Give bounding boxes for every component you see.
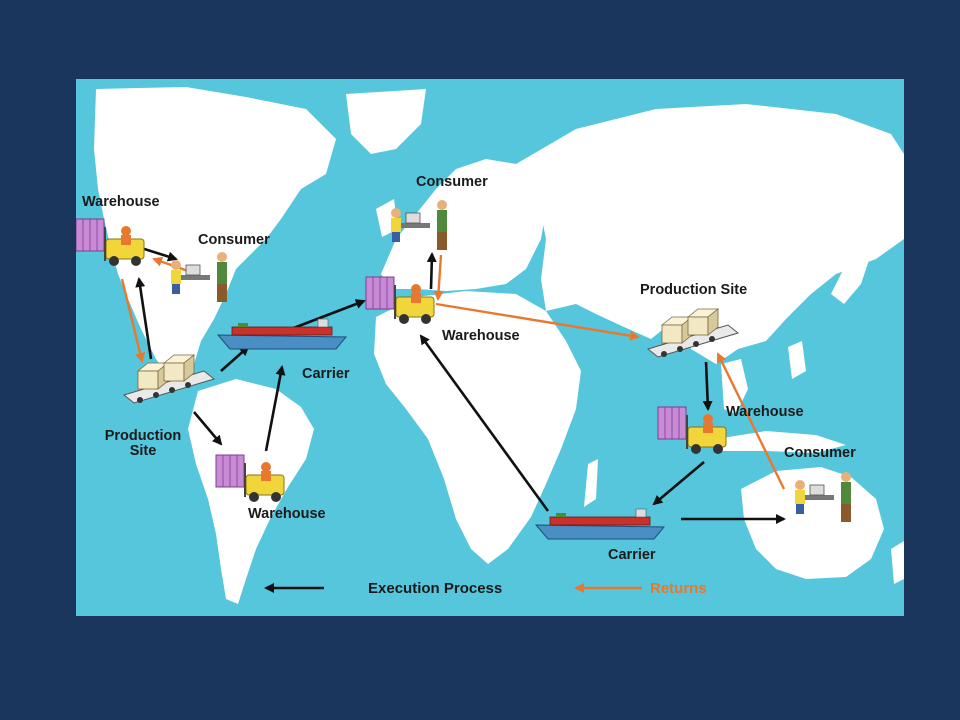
land-greenland [346, 89, 426, 154]
label-production-line1: Production [104, 428, 182, 444]
legend-execution-process: Execution Process [368, 580, 503, 597]
execution-arrows [135, 245, 786, 593]
label-warehouse-south-america: Warehouse [248, 506, 326, 522]
return-consumer-au-to-production-asia [716, 352, 786, 490]
conveyor-with-boxes-icon [122, 354, 216, 404]
arrow-production-to-carrier-atlantic [220, 345, 250, 372]
label-carrier-indian-ocean: Carrier [608, 547, 656, 563]
arrow-warehouse-sa-to-carrier [264, 365, 286, 452]
return-consumer-eu-to-warehouse-eu [433, 254, 444, 301]
person-at-desk-icon [391, 200, 447, 250]
arrow-warehouse-asia-to-carrier-indian [652, 461, 705, 506]
label-consumer-north-america: Consumer [198, 232, 270, 248]
return-warehouse-eu-to-production-asia [435, 302, 640, 341]
supply-chain-diagram: Warehouse Consumer Consumer Production S… [76, 79, 904, 616]
label-production-line2: Site [129, 443, 157, 460]
land-africa [374, 291, 581, 564]
arrow-production-to-warehouse-na [135, 277, 153, 360]
arrow-carrier-to-warehouse-eu [290, 299, 366, 331]
label-consumer-australia: Consumer [784, 445, 856, 461]
return-warehouse-na-to-production [120, 278, 145, 363]
land-philippines [788, 341, 806, 379]
arrow-carrier-indian-to-warehouse-eu [419, 334, 550, 512]
label-carrier-atlantic: Carrier [302, 366, 350, 382]
label-consumer-europe: Consumer [416, 174, 488, 190]
person-at-desk-icon [795, 472, 851, 522]
arrow-production-to-warehouse-sa [193, 411, 223, 446]
person-at-desk-icon [171, 252, 227, 302]
arrow-warehouse-eu-to-consumer-eu [426, 252, 437, 290]
legend-returns: Returns [650, 580, 707, 597]
land-north-america [94, 87, 336, 384]
forklift-with-container-icon [657, 406, 727, 454]
world-map [76, 79, 904, 616]
land-europe [381, 159, 546, 291]
land-japan [831, 209, 876, 304]
land-indonesia [716, 431, 846, 453]
forklift-with-container-icon [215, 454, 285, 502]
land-madagascar [584, 459, 598, 507]
label-warehouse-europe: Warehouse [442, 328, 520, 344]
label-production-site-north-america: Production Site [98, 428, 188, 460]
forklift-with-container-icon [76, 218, 145, 266]
forklift-with-container-icon [365, 276, 435, 324]
conveyor-with-boxes-icon [646, 308, 740, 358]
cargo-ship-icon [216, 318, 348, 350]
land-asia [516, 104, 904, 364]
label-production-site-asia: Production Site [640, 282, 748, 298]
label-warehouse-asia: Warehouse [726, 404, 804, 420]
label-warehouse-north-america: Warehouse [82, 194, 160, 210]
cargo-ship-icon [534, 508, 666, 540]
arrow-production-asia-to-warehouse-asia [702, 361, 713, 411]
land-new-zealand [891, 541, 904, 584]
